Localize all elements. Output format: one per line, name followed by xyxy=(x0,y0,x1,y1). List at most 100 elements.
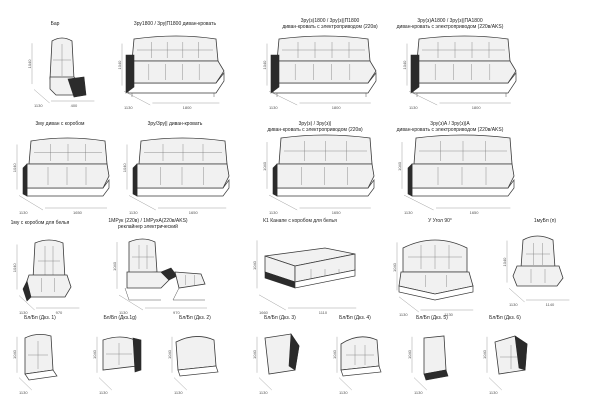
module-caption: Бл/Бп (Дкз. 1) xyxy=(0,315,100,321)
module-shape xyxy=(270,35,377,97)
base xyxy=(294,269,356,289)
module-caption: Бл/Бп (Дкз. 4) xyxy=(295,315,415,321)
dim-line-depth xyxy=(258,294,286,311)
backrest xyxy=(276,35,371,62)
dim-depth: 1130 xyxy=(19,210,28,215)
caption-line: 3му диван с коробом xyxy=(35,121,85,127)
dim-height: 1040 xyxy=(12,349,17,359)
dim-line-depth xyxy=(403,194,434,211)
dim-depth: 1130 xyxy=(489,390,498,395)
side-dark xyxy=(272,163,278,197)
dim-depth: 1130 xyxy=(269,210,278,215)
dim-height: 1040 xyxy=(407,349,412,359)
dim-line-depth xyxy=(118,294,144,311)
module-shape xyxy=(102,336,142,373)
dim-depth: 1130 xyxy=(269,105,278,110)
module-shape xyxy=(272,134,375,197)
dim-depth: 1130 xyxy=(124,105,133,110)
dim-width: 1800 xyxy=(332,105,342,110)
caption-line: 3ру(з)А1800 / 3ру(з)|ПА1800 xyxy=(417,18,483,24)
base xyxy=(340,365,382,377)
dim-height: 1040 xyxy=(167,349,172,359)
dim-line-depth xyxy=(413,377,427,391)
dim-line-depth xyxy=(173,377,187,391)
dim-height: 1040 xyxy=(252,260,257,270)
backrest xyxy=(32,239,66,280)
backrest xyxy=(416,35,511,62)
dim-line-depth xyxy=(488,377,502,391)
seat xyxy=(24,274,72,298)
caption-line: 3ру/3ру|| диван-кровать xyxy=(147,121,203,127)
caption-line: Бл/Бп (Дкз. 5) xyxy=(416,315,448,321)
module-caption: 3ру1800 / 3ру|П1800 диван-кровать xyxy=(115,21,235,27)
module-shape xyxy=(494,335,528,375)
module-caption: Бл/Бп (Дкз. 2) xyxy=(135,315,255,321)
dim-line-depth xyxy=(508,288,525,303)
caption-line: У Угол 90° xyxy=(428,218,452,224)
dim-width: 1650 xyxy=(189,210,199,215)
backrest xyxy=(128,238,158,275)
module-caption: 1МРук (220в) / 1МРухА(220в/AKS)реклайнер… xyxy=(88,218,208,230)
caption-line: Бар xyxy=(50,21,60,27)
caption-line: Бл/Бп (Дкз. 1) xyxy=(24,315,56,321)
dim-width: 970 xyxy=(173,310,180,315)
module-drawing-b5: 1040 1130 xyxy=(407,335,449,395)
armrest xyxy=(175,336,217,371)
module-caption: Бар xyxy=(0,21,115,27)
caption-line: реклайнер электрический xyxy=(118,224,178,230)
module-caption: 3ру(з) / 3ру(з)|диван-кровать с электроп… xyxy=(255,121,375,133)
dim-depth: 1660 xyxy=(259,310,269,315)
dim-line-depth xyxy=(268,91,298,106)
module-shape xyxy=(125,35,225,97)
dim-height: 1040 xyxy=(252,349,257,359)
armrest xyxy=(102,336,138,371)
dim-depth: 1130 xyxy=(399,312,408,317)
module-caption: 3му диван с коробом xyxy=(0,121,120,127)
seat-cushion xyxy=(276,163,375,189)
dim-height: 1040 xyxy=(92,349,97,359)
panel-dark xyxy=(288,333,300,371)
caption-line: 3ру(з)А / 3ру(з)|А xyxy=(430,121,470,127)
module-caption: К1 Канапе с коробом для белья xyxy=(240,218,360,224)
base xyxy=(124,287,161,301)
module-caption: Бл/Бп (Дкз. 6) xyxy=(445,315,565,321)
caption-line: Бл/Бп (Дкз.1g) xyxy=(103,315,137,321)
seat-cushion xyxy=(411,163,515,189)
backrest xyxy=(131,35,219,62)
dim-depth: 1130 xyxy=(404,210,413,215)
dim-width: 1650 xyxy=(73,210,83,215)
dim-depth: 1130 xyxy=(414,390,423,395)
backrest xyxy=(520,235,556,269)
module-caption: Бл/Бп (Дкз.1g) xyxy=(60,315,180,321)
caption-line: диван-кровать с электроприводом (220в/AK… xyxy=(396,24,504,30)
side-dark xyxy=(407,163,413,197)
dim-height: 1040 xyxy=(112,261,117,271)
dim-line-depth xyxy=(18,377,32,391)
seat-cushion xyxy=(26,163,110,189)
dim-height: 1040 xyxy=(397,161,402,171)
bar-table xyxy=(67,76,87,98)
caption-line: диван-кровать с электроприводом (220в/AK… xyxy=(396,127,504,133)
dim-height: 1040 xyxy=(262,161,267,171)
caption-line: Бл/Бп (Дкз. 4) xyxy=(339,315,371,321)
caption-line: Бл/Бп (Дкз. 6) xyxy=(489,315,521,321)
dim-depth: 1130 xyxy=(19,310,28,315)
footrest xyxy=(174,271,206,289)
base xyxy=(24,369,58,381)
armrest xyxy=(423,335,447,375)
caption-line: диван-кровать с электроприводом (220в) xyxy=(282,24,378,30)
dim-width: 1650 xyxy=(332,210,342,215)
module-shape xyxy=(410,35,517,97)
